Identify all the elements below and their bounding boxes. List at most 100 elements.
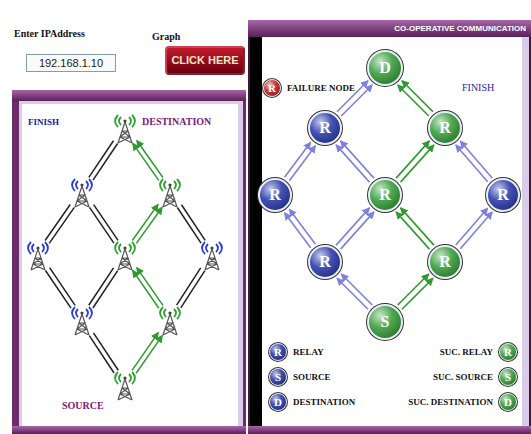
arrow-connector — [337, 274, 372, 309]
tower-label: SOURCE — [62, 400, 104, 412]
right-panel-strip — [250, 37, 262, 426]
tower-link — [90, 207, 114, 243]
source-node: S — [367, 304, 403, 340]
legend-letter: S — [275, 371, 281, 384]
legend-text: SUC. SOURCE — [433, 372, 493, 382]
relay-node: R — [428, 245, 462, 279]
tower-link — [132, 333, 158, 371]
tower-link — [133, 143, 159, 180]
arrow-line — [341, 274, 372, 305]
legend-letter: R — [504, 346, 512, 359]
tower-icon — [72, 179, 92, 207]
node-text: 192.168.1.10 — [39, 57, 103, 70]
arrow-connector — [336, 208, 374, 249]
tower-link — [132, 204, 158, 240]
arrow-line — [398, 274, 429, 305]
tower-link — [136, 207, 162, 243]
arrow-connector — [456, 141, 492, 182]
tower-icon — [160, 179, 180, 207]
right-panel-border — [522, 37, 529, 426]
node-letter: D — [379, 59, 391, 77]
tower-icon — [72, 307, 92, 335]
relay-node: R — [258, 178, 292, 212]
ip-input-box: 192.168.1.10 — [26, 54, 116, 72]
tower-icon — [28, 242, 48, 270]
legend-letter: R — [268, 82, 276, 95]
arrow-line — [402, 278, 433, 309]
arrow-line — [401, 145, 434, 182]
tower-label: DESTINATION — [142, 116, 211, 128]
arrow-connector — [336, 141, 374, 182]
relay-node: R — [308, 111, 342, 145]
legend-text: SOURCE — [293, 372, 331, 382]
legend-letter: S — [505, 371, 511, 384]
node-letter: R — [379, 186, 391, 204]
left-panel-frame — [12, 90, 246, 434]
arrow-line — [341, 212, 374, 249]
tower-link — [89, 336, 114, 373]
arrow-connector — [456, 208, 492, 249]
arrow-line — [289, 146, 315, 181]
legend-swatch: R — [499, 343, 517, 361]
node-letter: R — [497, 186, 509, 204]
arrow-line — [460, 141, 492, 178]
tower-icon — [115, 372, 135, 400]
legend-text: DESTINATION — [293, 397, 355, 407]
arrow-line — [289, 209, 315, 244]
tower-link — [137, 140, 163, 177]
arrow-line — [456, 208, 488, 245]
tower-icon — [115, 242, 135, 270]
arrow-line — [336, 208, 369, 245]
field-label: Enter IPAddress — [14, 28, 85, 40]
arrow-line — [402, 81, 433, 112]
tower-link — [182, 205, 206, 241]
tower-link — [94, 205, 118, 241]
tower-link — [50, 268, 76, 306]
legend-swatch: D — [499, 393, 517, 411]
legend-text: FAILURE NODE — [287, 83, 355, 93]
relay-node: R — [486, 178, 520, 212]
node-text: CLICK HERE — [171, 54, 238, 67]
arrow-connector — [396, 208, 434, 249]
tower-link — [177, 208, 201, 244]
arrow-line — [460, 212, 492, 249]
legend-letter: D — [504, 396, 512, 409]
tower-icon — [115, 115, 135, 143]
legend-swatch: S — [269, 368, 287, 386]
tower-link — [137, 268, 163, 306]
right-panel-bottom-bar — [248, 426, 531, 434]
arrow-connector — [398, 274, 433, 309]
tower-link — [49, 207, 74, 243]
status-label: FINISH — [28, 117, 59, 127]
tower-link — [133, 270, 159, 308]
tower-link — [45, 205, 70, 241]
right-panel-header — [248, 20, 531, 37]
legend-letter: R — [274, 346, 282, 359]
arrow-line — [285, 213, 311, 248]
node-letter: R — [439, 253, 451, 271]
field-label: Graph — [152, 31, 180, 43]
arrow-line — [401, 208, 434, 245]
tower-link — [93, 144, 118, 181]
legend-swatch: R — [263, 79, 281, 97]
legend-swatch: R — [269, 343, 287, 361]
tower-link — [93, 271, 118, 308]
node-letter: R — [269, 186, 281, 204]
right-panel-ground — [262, 37, 522, 426]
right-panel-frame — [248, 20, 531, 434]
arrow-connector — [285, 142, 316, 181]
arrow-line — [341, 141, 374, 178]
legend-letter: D — [274, 396, 282, 409]
status-label: FINISH — [462, 82, 494, 94]
tower-link — [181, 271, 205, 308]
tower-link — [177, 268, 201, 305]
legend-swatch: D — [269, 393, 287, 411]
arrow-line — [398, 85, 429, 116]
node-letter: R — [439, 119, 451, 137]
tower-link — [89, 268, 114, 305]
arrow-connector — [396, 141, 434, 182]
left-panel-ground — [22, 104, 238, 426]
arrow-line — [337, 278, 368, 309]
left-panel-bottom-bar — [12, 426, 246, 434]
arrow-connector — [285, 209, 316, 248]
